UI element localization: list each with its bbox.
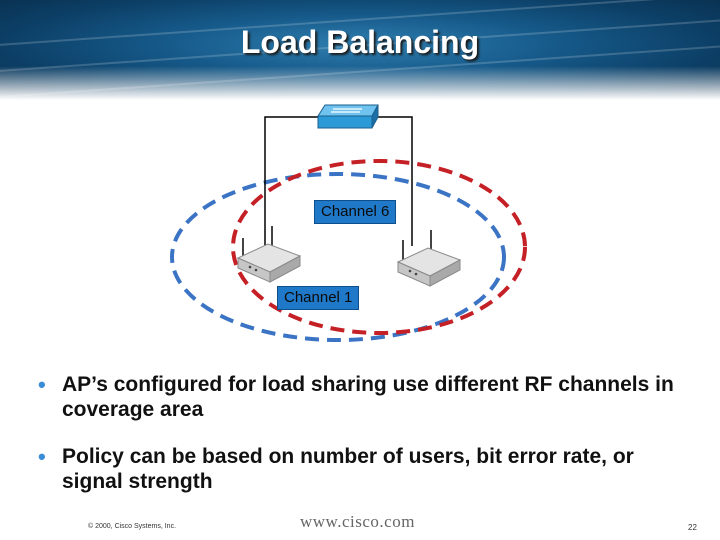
channel-1-label: Channel 1 xyxy=(277,286,360,310)
bullet-dot-icon: • xyxy=(38,372,46,397)
access-point-icon xyxy=(396,230,462,287)
bullet-dot-icon: • xyxy=(38,444,46,469)
title-banner xyxy=(0,0,720,100)
slide-title: Load Balancing xyxy=(240,24,480,60)
switch-icon xyxy=(317,104,379,129)
cable-left xyxy=(264,116,318,248)
bullet-text: Policy can be based on number of users, … xyxy=(62,445,634,493)
right-coverage-cell xyxy=(231,159,527,335)
footer-url: www.cisco.com xyxy=(300,512,415,531)
footer-copyright: © 2000, Cisco Systems, Inc. xyxy=(88,523,177,530)
bullet-list: • AP’s configured for load sharing use d… xyxy=(38,372,698,516)
access-point-icon xyxy=(236,226,302,283)
cable-right xyxy=(372,116,413,246)
bullet-text: AP’s configured for load sharing use dif… xyxy=(62,373,674,421)
bullet-item: • Policy can be based on number of users… xyxy=(38,444,698,494)
bullet-item: • AP’s configured for load sharing use d… xyxy=(38,372,698,422)
channel-6-label: Channel 6 xyxy=(314,200,397,224)
left-coverage-cell xyxy=(170,172,506,342)
page-number: 22 xyxy=(688,523,697,532)
